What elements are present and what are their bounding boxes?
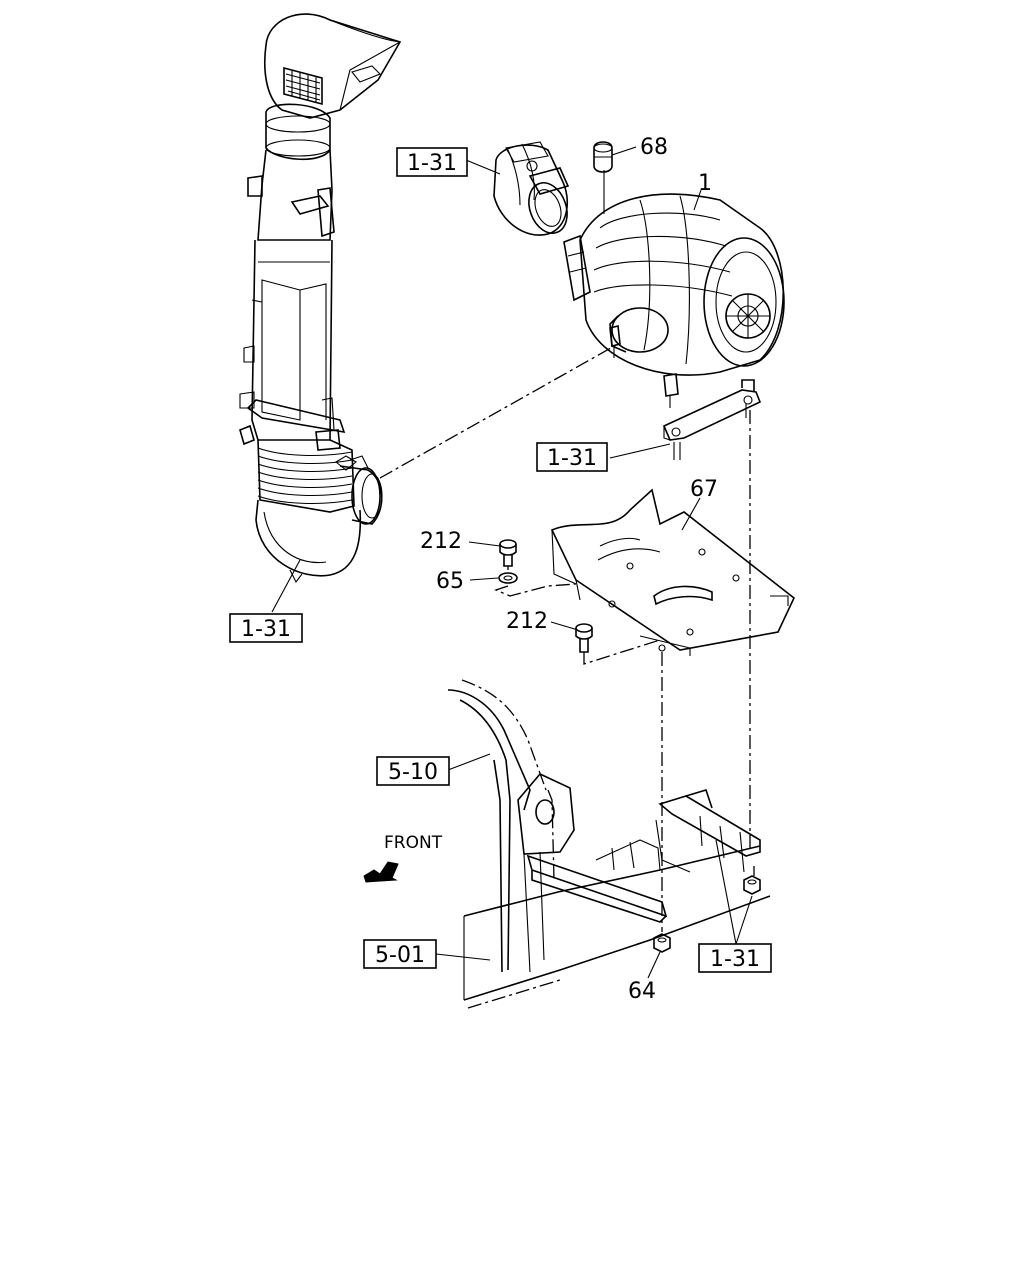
bolt-212-bottom bbox=[575, 623, 593, 653]
mounting-tray-67 bbox=[550, 488, 795, 656]
air-intake-duct bbox=[239, 13, 402, 584]
leader-lines bbox=[271, 146, 753, 979]
ref-box-label: 5-01 bbox=[375, 943, 425, 968]
part-number-65: 65 bbox=[436, 569, 464, 594]
part-number-212-bottom: 212 bbox=[506, 609, 548, 634]
front-label: FRONT bbox=[384, 833, 443, 853]
assembly-lines bbox=[379, 170, 755, 932]
part-68-valve bbox=[593, 141, 613, 173]
ref-box-label: 1-31 bbox=[710, 947, 760, 972]
part-number-212-top: 212 bbox=[420, 529, 462, 554]
front-arrow-icon bbox=[363, 861, 399, 883]
part-number-1: 1 bbox=[698, 171, 712, 196]
ref-box-label: 5-10 bbox=[388, 760, 438, 785]
ref-box-label: 1-31 bbox=[241, 617, 291, 642]
vehicle-frame bbox=[447, 679, 771, 1009]
ref-box-label: 1-31 bbox=[407, 151, 457, 176]
support-bracket bbox=[662, 379, 762, 460]
ref-box-5-10[interactable]: 5-10 bbox=[376, 756, 450, 786]
intake-hose-elbow bbox=[493, 141, 570, 236]
ref-box-1-31-mid[interactable]: 1-31 bbox=[536, 442, 608, 472]
ref-box-1-31-left[interactable]: 1-31 bbox=[229, 613, 303, 643]
ref-box-1-31-bottom[interactable]: 1-31 bbox=[698, 943, 772, 973]
nut-right bbox=[743, 875, 761, 895]
part-number-67: 67 bbox=[690, 477, 718, 502]
ref-box-5-01[interactable]: 5-01 bbox=[363, 939, 437, 969]
washer-65 bbox=[498, 572, 518, 584]
ref-box-1-31-top[interactable]: 1-31 bbox=[396, 147, 468, 177]
ref-box-label: 1-31 bbox=[547, 446, 597, 471]
air-cleaner-assembly bbox=[563, 193, 785, 408]
nut-64 bbox=[653, 933, 671, 953]
part-number-68: 68 bbox=[640, 135, 668, 160]
bolt-212-top bbox=[499, 539, 517, 567]
part-number-64: 64 bbox=[628, 979, 656, 1004]
